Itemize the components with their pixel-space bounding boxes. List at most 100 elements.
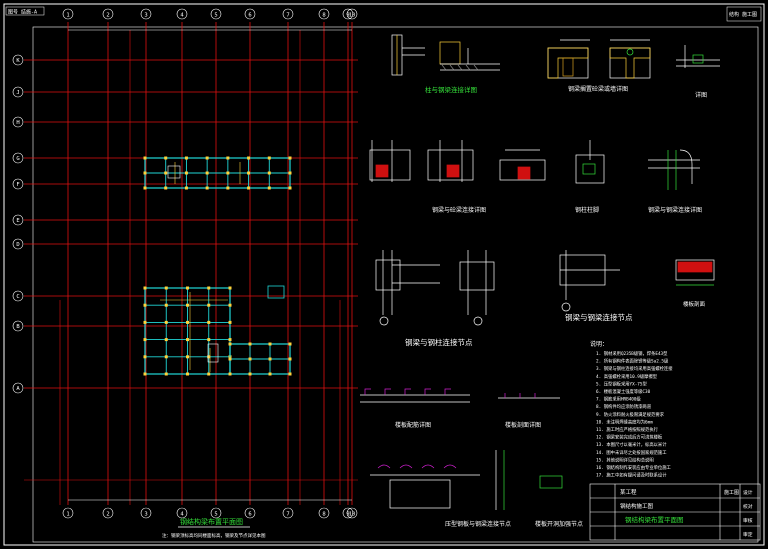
- axis-label-left: G: [16, 156, 19, 162]
- corner-tag-right: 结构 施工图: [729, 11, 757, 18]
- axis-label-bottom: 6: [248, 512, 251, 518]
- axis-label-left: B: [16, 324, 20, 330]
- detail-slab-reinforcement: [360, 388, 560, 403]
- column-node: [143, 171, 147, 175]
- detail-beam-concrete: [369, 140, 546, 182]
- column-node: [288, 342, 292, 346]
- column-node: [268, 342, 272, 346]
- axis-label-bottom: 7: [286, 512, 289, 518]
- column-node: [207, 286, 211, 290]
- column-node: [164, 156, 168, 160]
- axis-label-top: 8: [322, 13, 325, 19]
- axis-bubble-left: [12, 290, 24, 302]
- column-node: [288, 357, 292, 361]
- detail-7-title: 钢梁与钢柱连接节点: [405, 337, 473, 347]
- note-line: 13. 本图尺寸以毫米计，标高以米计: [596, 441, 667, 448]
- column-node: [186, 372, 189, 376]
- detail-11-title: 楼板剖面详图: [505, 421, 541, 429]
- sheet-frame: [3, 3, 765, 546]
- column-node: [184, 171, 188, 175]
- note-line: 3. 钢梁与钢柱连接均采用高强螺栓连接: [596, 365, 673, 372]
- note-line: 6. 楼板混凝土强度等级C30: [596, 388, 651, 395]
- axis-bubble-top: [342, 8, 354, 20]
- axis-label-left: E: [16, 218, 19, 224]
- column-node: [205, 156, 209, 160]
- column-node: [267, 186, 271, 190]
- axis-bubble-left: [12, 214, 24, 226]
- axis-label-bottom: 2: [106, 512, 109, 518]
- axis-label-bottom: 8: [322, 512, 325, 518]
- axis-label-bottom: 9: [346, 512, 349, 518]
- column-node: [164, 355, 168, 359]
- note-line: 8. 钢构件均应涂防锈漆两道: [596, 403, 652, 410]
- column-node: [186, 355, 189, 359]
- axis-bubble-left: [12, 116, 24, 128]
- axis-bubble-top: [140, 8, 152, 20]
- column-node: [143, 338, 147, 342]
- column-node: [247, 156, 251, 160]
- plan-beams: [143, 156, 292, 376]
- detail-3-title: 详图: [695, 91, 707, 99]
- note-line: 2. 所有钢构件表面除锈等级Sa2.5级: [596, 358, 669, 365]
- column-node: [288, 186, 292, 190]
- title-block-row-label: 审核: [743, 517, 753, 524]
- column-node: [164, 286, 168, 290]
- axis-bubble-top: [346, 8, 358, 20]
- axis-label-left: A: [16, 386, 20, 392]
- note-line: 4. 高强螺栓采用10.9级摩擦型: [596, 373, 658, 380]
- axis-bubble-bottom: [176, 507, 188, 519]
- axis-label-top: 1: [66, 13, 69, 19]
- column-node: [205, 186, 209, 190]
- axis-bubble-left: [12, 86, 24, 98]
- note-line: 16. 钢结构制作安装应由专业单位施工: [596, 464, 672, 471]
- detail-steel-beam-column: [375, 250, 620, 326]
- axis-bubble-bottom: [140, 507, 152, 519]
- stair-opening: [167, 165, 181, 179]
- column-node: [143, 303, 147, 307]
- column-node: [267, 156, 271, 160]
- note-line: 1. 钢材采用Q235B级钢，焊条E43型: [596, 350, 668, 357]
- note-line: 17. 施工中如有疑问请及时联系设计: [596, 472, 667, 479]
- axis-label-top: 4: [180, 13, 184, 19]
- title-block-title: 钢结构梁布置平面图: [625, 515, 684, 524]
- detail-9-title: 楼板剖面: [683, 300, 706, 308]
- column-node: [164, 338, 168, 342]
- column-node: [288, 156, 292, 160]
- column-node: [228, 357, 232, 361]
- detail-beam-support: [547, 39, 651, 79]
- axis-bubble-top: [282, 8, 294, 20]
- detail-column-base: [575, 140, 605, 184]
- detail-deck-beam: [370, 450, 563, 510]
- axis-bubble-left: [12, 54, 24, 66]
- detail-5-title: 钢柱柱脚: [575, 206, 599, 214]
- column-node: [143, 372, 147, 376]
- detail-1-title: 柱与钢梁连接详图: [425, 85, 477, 94]
- stair-opening: [207, 343, 219, 363]
- title-block-row-label: 校对: [743, 503, 753, 510]
- note-line: 14. 图中未详尽之处按国家规范施工: [596, 449, 667, 456]
- column-node: [207, 338, 211, 342]
- column-node: [184, 186, 188, 190]
- column-node: [228, 303, 232, 307]
- column-node: [247, 186, 251, 190]
- axis-label-left: F: [16, 182, 19, 188]
- note-line: 10. 未注明焊缝高度均为6mm: [596, 418, 653, 425]
- notes-heading: 说明：: [590, 340, 608, 348]
- axis-label-bottom: 4: [180, 512, 184, 518]
- detail-callout: [267, 285, 285, 299]
- column-node: [226, 156, 230, 160]
- axis-bubble-top: [318, 8, 330, 20]
- detail-12-title: 压型钢板与钢梁连接节点: [445, 520, 511, 528]
- axis-label-top: 2: [106, 13, 109, 19]
- axis-bubble-bottom: [62, 507, 74, 519]
- axis-bubble-bottom: [318, 507, 330, 519]
- detail-beam-beam: [648, 149, 700, 190]
- axis-label-top: 10: [349, 13, 356, 19]
- column-node: [143, 320, 147, 324]
- column-node: [248, 357, 252, 361]
- column-node: [143, 355, 147, 359]
